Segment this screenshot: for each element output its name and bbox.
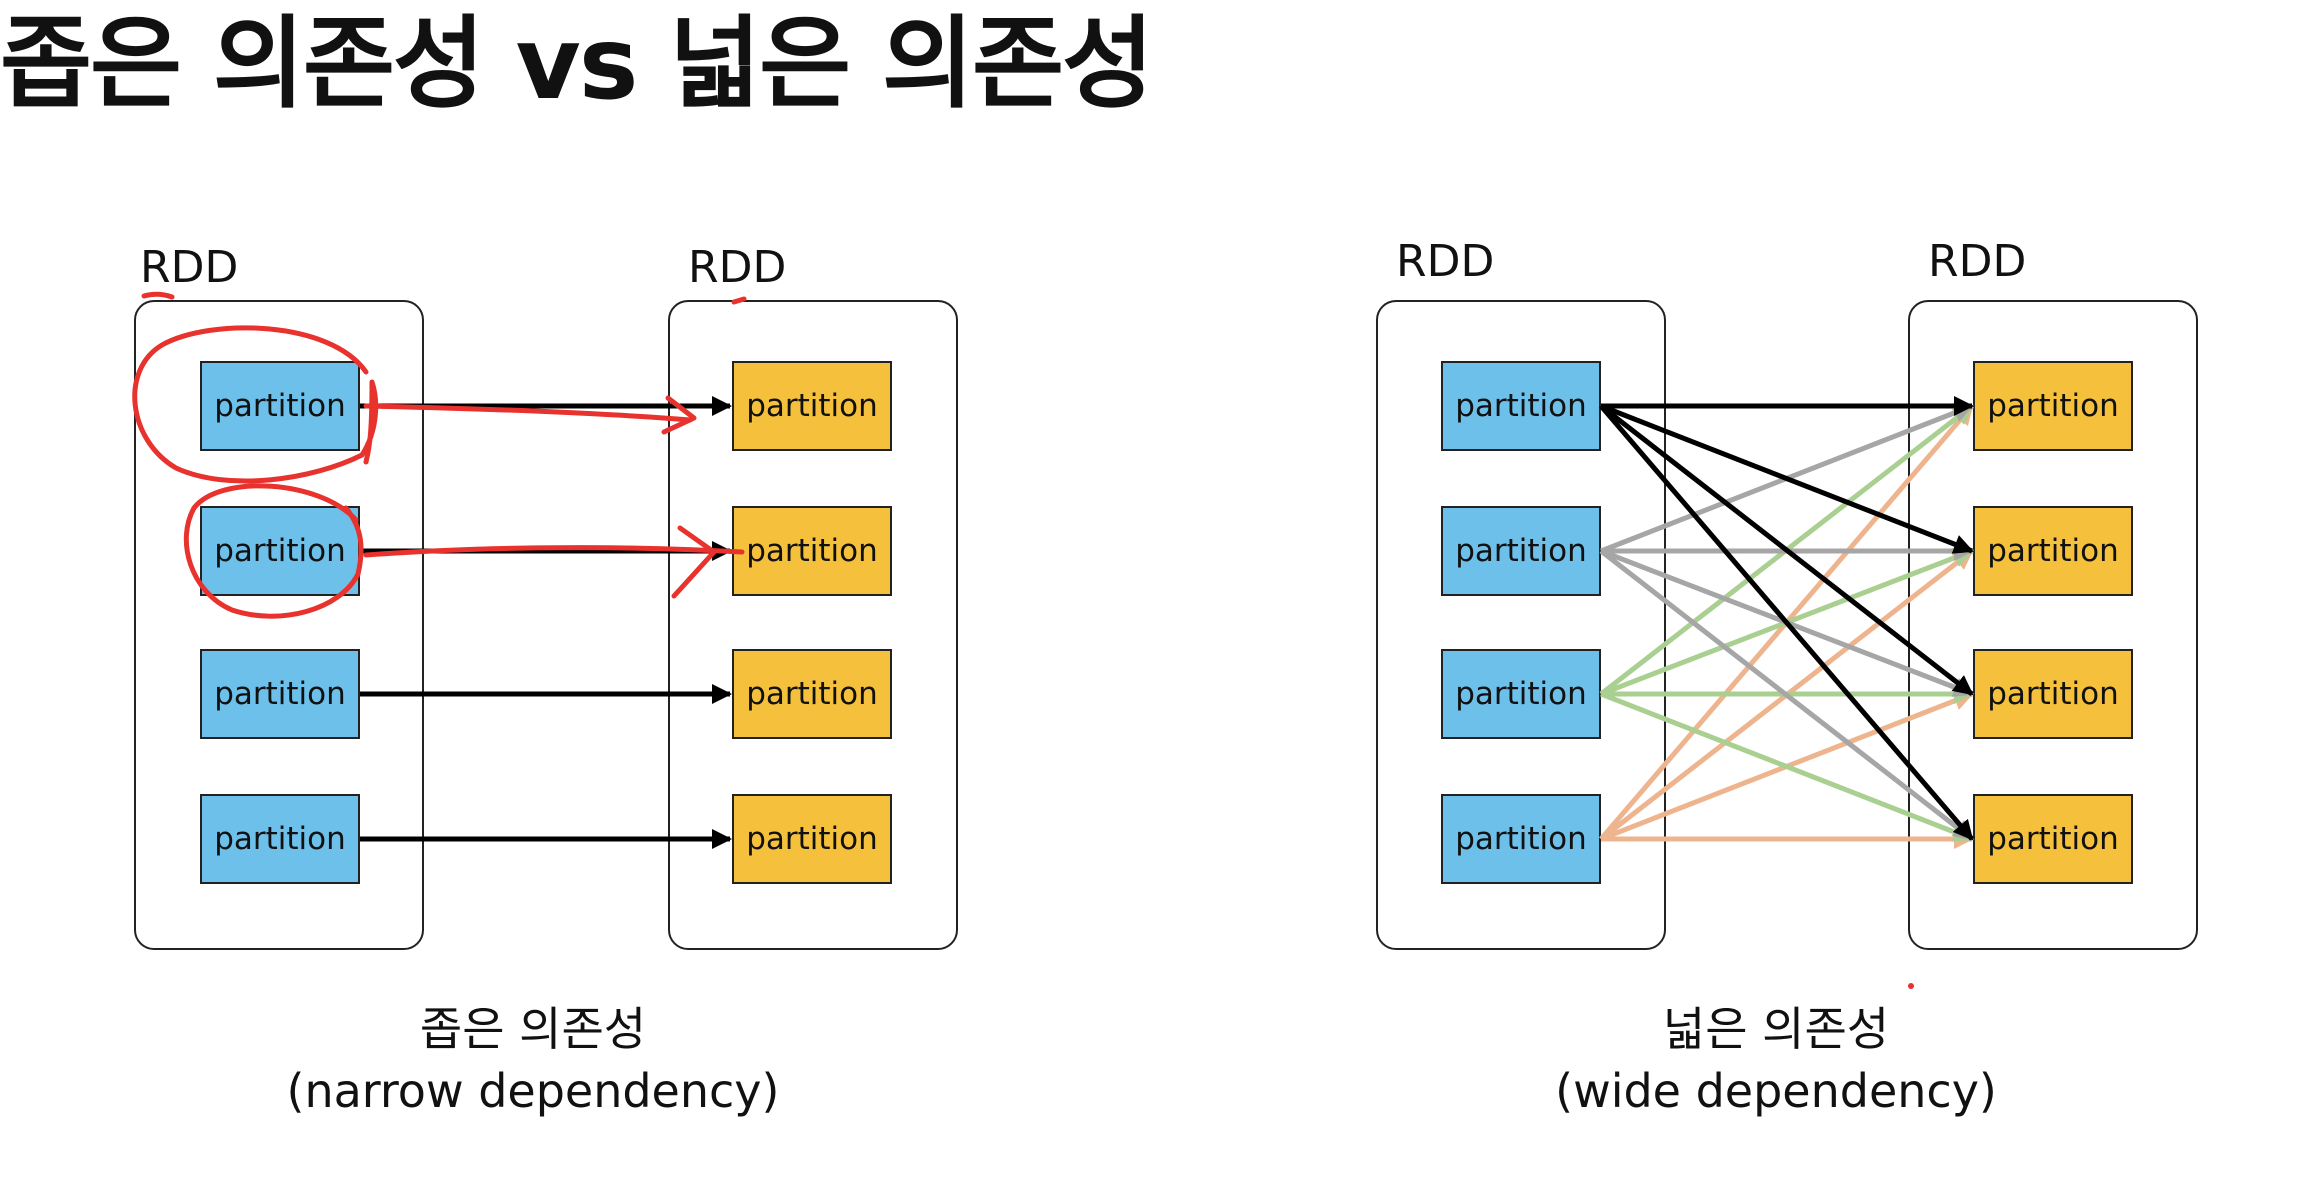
wide-target-partition-2: partition [1973, 506, 2133, 596]
narrow-target-partition-2: partition [732, 506, 892, 596]
wide-arrow-2-4 [1599, 549, 1974, 841]
wide-source-rdd-box [1376, 300, 1666, 950]
narrow-caption: 좁은 의존성 (narrow dependency) [233, 998, 833, 1122]
wide-target-partition-1: partition [1973, 361, 2133, 451]
annotation-arrowhead-2 [671, 525, 717, 599]
wide-arrow-1-2 [1600, 403, 1974, 554]
wide-arrow-1-3 [1599, 404, 1974, 696]
narrow-target-rdd-label: RDD [688, 242, 787, 293]
narrow-target-rdd-box [668, 300, 958, 950]
wide-source-rdd-label: RDD [1396, 236, 1495, 287]
annotation-rdd-underline [141, 291, 175, 300]
wide-source-partition-4: partition [1441, 794, 1601, 884]
annotation-circle-partition-2 [183, 483, 364, 619]
narrow-caption-korean: 좁은 의존성 [419, 1002, 647, 1056]
annotation-arrow-1 [363, 403, 693, 423]
wide-caption-english: (wide dependency) [1555, 1064, 1997, 1118]
narrow-target-partition-3: partition [732, 649, 892, 739]
wide-target-partition-4: partition [1973, 794, 2133, 884]
narrow-source-rdd-box [134, 300, 424, 950]
narrow-source-rdd-label: RDD [140, 242, 239, 293]
wide-caption-korean: 넓은 의존성 [1662, 1002, 1890, 1056]
annotation-arrow-2 [363, 545, 745, 558]
narrow-source-partition-2: partition [200, 506, 360, 596]
wide-arrow-3-4 [1600, 691, 1974, 842]
annotation-arrowhead-1 [661, 395, 697, 435]
narrow-source-partition-4: partition [200, 794, 360, 884]
handwritten-annotations [132, 291, 1914, 989]
narrow-source-partition-1: partition [200, 361, 360, 451]
annotation-circle-partition-1 [132, 325, 379, 484]
annotation-target-rdd-tick [731, 296, 747, 305]
wide-target-rdd-label: RDD [1928, 236, 2027, 287]
wide-caption: 넓은 의존성 (wide dependency) [1476, 998, 2076, 1122]
narrow-caption-english: (narrow dependency) [286, 1064, 780, 1118]
narrow-target-partition-4: partition [732, 794, 892, 884]
narrow-source-partition-3: partition [200, 649, 360, 739]
narrow-target-partition-1: partition [732, 361, 892, 451]
wide-arrow-1-4 [1599, 404, 1974, 841]
narrow-arrows [360, 396, 732, 849]
annotation-dot [1908, 983, 1914, 989]
wide-source-partition-2: partition [1441, 506, 1601, 596]
wide-target-rdd-box [1908, 300, 2198, 950]
wide-arrows-from-partition-1 [1599, 396, 1974, 841]
wide-source-partition-1: partition [1441, 361, 1601, 451]
wide-target-partition-3: partition [1973, 649, 2133, 739]
wide-source-partition-3: partition [1441, 649, 1601, 739]
page-title: 좁은 의존성 vs 넓은 의존성 [0, 5, 1154, 122]
